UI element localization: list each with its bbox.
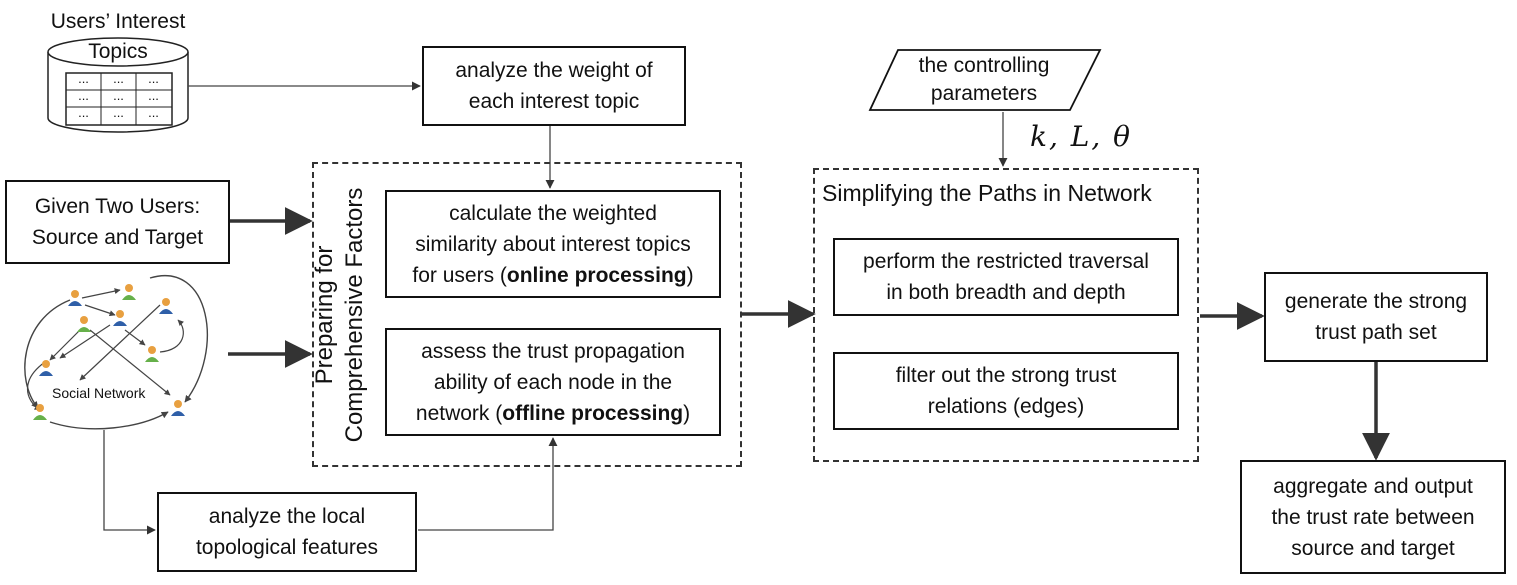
trust-line-3: network (offline processing) <box>416 398 690 429</box>
similarity-line-1: calculate the weighted <box>449 201 657 225</box>
simplifying-container <box>813 168 1199 462</box>
analyze-weight-box: analyze the weight of each interest topi… <box>422 46 686 126</box>
preparing-label-line-1: Preparing for <box>311 245 338 385</box>
online-processing-label: online processing <box>506 263 687 287</box>
offline-processing-label: offline processing <box>502 401 684 425</box>
arrow-network-to-local <box>103 430 156 535</box>
generate-line-1: generate the strong <box>1284 290 1468 313</box>
table-cell: ... <box>113 71 124 86</box>
traversal-box: perform the restricted traversal in both… <box>833 238 1179 316</box>
social-network-graph <box>24 275 208 430</box>
table-cell: ... <box>148 71 159 86</box>
analyze-weight-line-1: analyze the weight of <box>455 59 653 82</box>
table-cell: ... <box>113 88 124 103</box>
preparing-label-line-2: Comprehensive Factors <box>341 187 368 443</box>
aggregate-box: aggregate and output the trust rate betw… <box>1240 460 1506 574</box>
table-cell: ... <box>148 88 159 103</box>
user-icon <box>159 298 173 314</box>
aggregate-line-2: the trust rate between <box>1271 505 1475 529</box>
controlling-line-2: parameters <box>930 82 1038 105</box>
local-line-2: topological features <box>195 536 379 559</box>
social-network-label: Social Network <box>52 385 146 401</box>
filter-line-1: filter out the strong trust <box>895 364 1117 387</box>
parameters-symbols: k, L, θ <box>1030 120 1133 153</box>
table-cell: ... <box>78 71 89 86</box>
user-icon <box>122 284 136 300</box>
generate-line-2: trust path set <box>1315 321 1437 344</box>
table-cell: ... <box>113 105 124 120</box>
trust-line-1: assess the trust propagation <box>421 339 685 363</box>
user-icon <box>68 290 82 306</box>
database-cylinder <box>47 37 189 133</box>
analyze-local-box: analyze the local topological features <box>157 492 417 572</box>
analyze-weight-line-2: each interest topic <box>468 90 640 113</box>
given-users-box: Given Two Users: Source and Target <box>5 180 230 264</box>
simplifying-title: Simplifying the Paths in Network <box>822 180 1152 206</box>
similarity-line-2: similarity about interest topics <box>415 232 691 256</box>
similarity-line-3: for users (online processing) <box>412 260 693 291</box>
preparing-container <box>312 162 742 467</box>
user-icon <box>77 316 91 332</box>
table-cell: ... <box>148 105 159 120</box>
database-title: Users’ Interest <box>50 10 186 33</box>
given-line-2: Source and Target <box>31 226 204 249</box>
user-icon <box>33 404 47 420</box>
trust-line-3-suffix: ) <box>683 401 691 425</box>
similarity-line-3-prefix: for users ( <box>412 263 507 287</box>
generate-box: generate the strong trust path set <box>1264 272 1488 362</box>
user-icon <box>39 360 53 376</box>
local-line-1: analyze the local <box>208 505 366 528</box>
filter-box: filter out the strong trust relations (e… <box>833 352 1179 430</box>
filter-line-2: relations (edges) <box>927 395 1085 418</box>
aggregate-line-1: aggregate and output <box>1273 474 1473 498</box>
controlling-parameters-shape <box>868 49 1102 111</box>
trust-line-3-prefix: network ( <box>415 401 503 425</box>
given-line-1: Given Two Users: <box>34 195 201 218</box>
controlling-line-1: the controlling <box>918 54 1050 77</box>
table-cell: ... <box>78 88 89 103</box>
similarity-line-3-suffix: ) <box>686 263 694 287</box>
table-cell: ... <box>78 105 89 120</box>
user-icon <box>145 346 159 362</box>
trust-line-2: ability of each node in the <box>433 370 673 394</box>
traversal-line-2: in both breadth and depth <box>886 281 1126 304</box>
user-icon <box>171 400 185 416</box>
similarity-box: calculate the weighted similarity about … <box>385 190 721 298</box>
user-icon <box>113 310 127 326</box>
trust-propagation-box: assess the trust propagation ability of … <box>385 328 721 436</box>
arrow-local-to-trust <box>418 437 558 531</box>
aggregate-line-3: source and target <box>1291 536 1455 560</box>
traversal-line-1: perform the restricted traversal <box>863 250 1149 273</box>
database-subtitle: Topics <box>88 40 148 63</box>
preparing-label: Preparing for Comprehensive Factors <box>310 188 370 443</box>
controlling-parameters-text: the controlling parameters <box>884 52 1084 108</box>
